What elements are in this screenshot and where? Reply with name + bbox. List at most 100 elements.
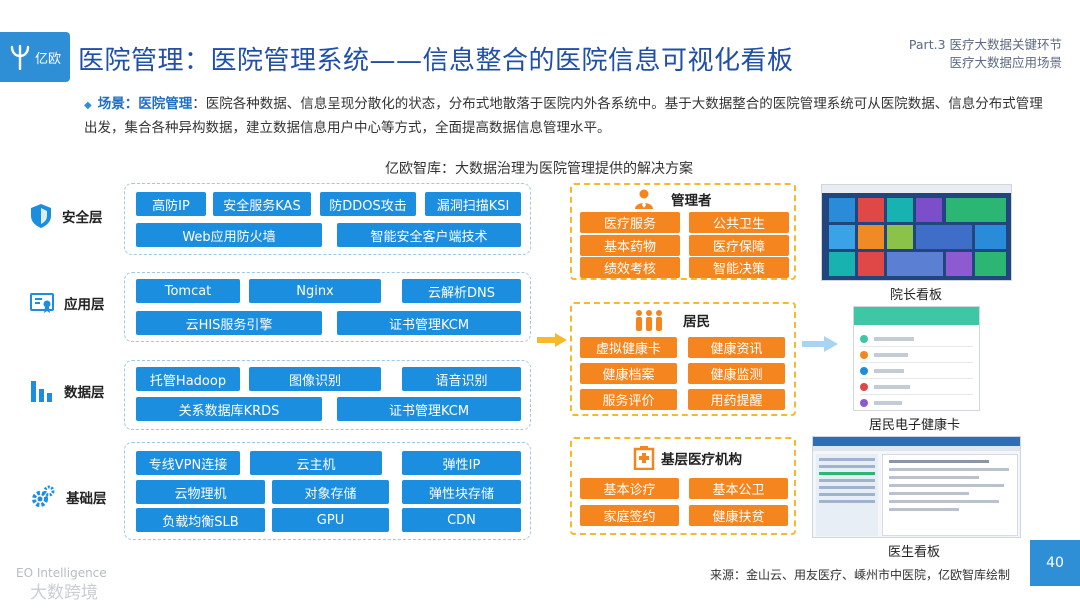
diagram-title: 亿欧智库：大数据治理为医院管理提供的解决方案 bbox=[385, 158, 693, 178]
window-titlebar bbox=[813, 437, 1020, 446]
security-item: 安全服务KAS bbox=[213, 192, 311, 216]
clinic-icon bbox=[633, 446, 655, 470]
desc-text: 医院各种数据、信息呈现分散化的状态，分布式地散落于医院内外各系统中。基于大数据整… bbox=[84, 96, 1043, 136]
primary-care-item: 健康扶贫 bbox=[689, 505, 788, 526]
shield-icon bbox=[30, 203, 52, 229]
data-item: 语音识别 bbox=[402, 367, 521, 391]
base-item: 云物理机 bbox=[136, 480, 265, 504]
base-item: 弹性IP bbox=[402, 451, 521, 475]
tile bbox=[858, 225, 884, 249]
list-row bbox=[860, 395, 973, 411]
primary-care-header: 基层医疗机构 bbox=[633, 446, 742, 470]
manager-item: 绩效考核 bbox=[580, 257, 680, 278]
tile bbox=[887, 198, 913, 222]
primary-care-item: 基本公卫 bbox=[689, 478, 788, 499]
base-item: CDN bbox=[402, 508, 521, 532]
desc-sep: ： bbox=[192, 96, 206, 112]
manager-item: 智能决策 bbox=[689, 257, 789, 278]
security-item: 智能安全客户端技术 bbox=[337, 223, 521, 247]
gears-icon bbox=[30, 484, 56, 510]
security-item: 防DDOS攻击 bbox=[320, 192, 416, 216]
tile bbox=[975, 252, 1006, 276]
primary-care-item: 家庭签约 bbox=[580, 505, 679, 526]
scene-description: ◆ 场景：医院管理：医院各种数据、信息呈现分散化的状态，分布式地散落于医院内外各系… bbox=[84, 93, 1054, 139]
base-item: 负载均衡SLB bbox=[136, 508, 265, 532]
primary-care-item: 基本诊疗 bbox=[580, 478, 679, 499]
section-label: Part.3 医疗大数据关键环节 医疗大数据应用场景 bbox=[909, 36, 1062, 72]
desc-keyword: 医院管理 bbox=[138, 96, 192, 112]
resident-item: 健康档案 bbox=[580, 363, 677, 384]
application-item: 证书管理KCM bbox=[337, 311, 521, 335]
security-item: 高防IP bbox=[136, 192, 206, 216]
application-item: Nginx bbox=[249, 279, 381, 303]
layer-name: 基础层 bbox=[66, 487, 107, 507]
certificate-icon bbox=[30, 292, 54, 314]
manager-item: 医疗服务 bbox=[580, 212, 680, 233]
app-header-bar bbox=[854, 307, 979, 325]
manager-item: 基本药物 bbox=[580, 235, 680, 256]
logo-text: 亿欧 bbox=[35, 48, 61, 67]
resident-health-card-label: 居民电子健康卡 bbox=[869, 414, 960, 433]
people-group-icon bbox=[633, 309, 665, 331]
base-item: 专线VPN连接 bbox=[136, 451, 240, 475]
tile bbox=[858, 198, 884, 222]
toolbar bbox=[813, 446, 1020, 451]
layer-label-data: 数据层 bbox=[30, 379, 105, 403]
layer-label-application: 应用层 bbox=[30, 292, 105, 314]
base-item: 对象存储 bbox=[272, 480, 389, 504]
right-arrow-light-icon bbox=[802, 336, 838, 352]
window-titlebar bbox=[822, 185, 1011, 193]
section-topic: 医疗大数据应用场景 bbox=[909, 54, 1062, 72]
group-name: 基层医疗机构 bbox=[661, 448, 742, 468]
layer-name: 安全层 bbox=[62, 206, 103, 226]
group-name: 居民 bbox=[683, 310, 710, 330]
application-item: 云解析DNS bbox=[402, 279, 521, 303]
resident-item: 虚拟健康卡 bbox=[580, 337, 677, 358]
brand-logo: 亿欧 bbox=[0, 32, 70, 82]
resident-item: 服务评价 bbox=[580, 389, 677, 410]
base-item: 弹性块存储 bbox=[402, 480, 521, 504]
patient-list-panel bbox=[816, 454, 878, 536]
dean-dashboard-image bbox=[821, 184, 1012, 281]
page-number: 40 bbox=[1030, 540, 1080, 586]
resident-item: 健康资讯 bbox=[688, 337, 785, 358]
data-item: 托管Hadoop bbox=[136, 367, 240, 391]
right-arrow-icon bbox=[537, 333, 567, 347]
medical-record-panel bbox=[882, 454, 1018, 536]
resident-health-card-image bbox=[853, 306, 980, 411]
section-part: Part.3 医疗大数据关键环节 bbox=[909, 36, 1062, 54]
tile bbox=[916, 198, 942, 222]
security-item: Web应用防火墙 bbox=[136, 223, 322, 247]
desc-prefix: 场景： bbox=[98, 96, 139, 112]
layer-label-security: 安全层 bbox=[30, 203, 103, 229]
group-name: 管理者 bbox=[671, 189, 712, 209]
base-item: GPU bbox=[272, 508, 389, 532]
layer-name: 数据层 bbox=[64, 381, 105, 401]
tile bbox=[858, 252, 884, 276]
list-row bbox=[860, 379, 973, 395]
layer-name: 应用层 bbox=[64, 293, 105, 313]
resident-header: 居民 bbox=[633, 309, 710, 331]
security-item: 漏洞扫描KSI bbox=[425, 192, 521, 216]
base-item: 云主机 bbox=[250, 451, 382, 475]
data-item: 图像识别 bbox=[249, 367, 381, 391]
tile bbox=[887, 225, 913, 249]
manager-person-icon bbox=[633, 189, 655, 209]
dean-dashboard-label: 院长看板 bbox=[890, 284, 942, 303]
tile bbox=[829, 225, 855, 249]
doctor-dashboard-image bbox=[812, 436, 1021, 538]
layer-label-base: 基础层 bbox=[30, 484, 107, 510]
application-item: Tomcat bbox=[136, 279, 240, 303]
doctor-dashboard-label: 医生看板 bbox=[888, 541, 940, 560]
bar-chart-icon bbox=[30, 379, 54, 403]
tile bbox=[946, 198, 1006, 222]
page-title: 医院管理：医院管理系统——信息整合的医院信息可视化看板 bbox=[78, 40, 794, 77]
data-item: 证书管理KCM bbox=[337, 397, 521, 421]
watermark-brand-cn: 大数跨境 bbox=[30, 578, 98, 603]
tile bbox=[887, 252, 943, 276]
diamond-bullet-icon: ◆ bbox=[84, 100, 92, 111]
data-item: 关系数据库KRDS bbox=[136, 397, 322, 421]
tile bbox=[829, 252, 855, 276]
manager-item: 医疗保障 bbox=[689, 235, 789, 256]
tile bbox=[946, 252, 972, 276]
